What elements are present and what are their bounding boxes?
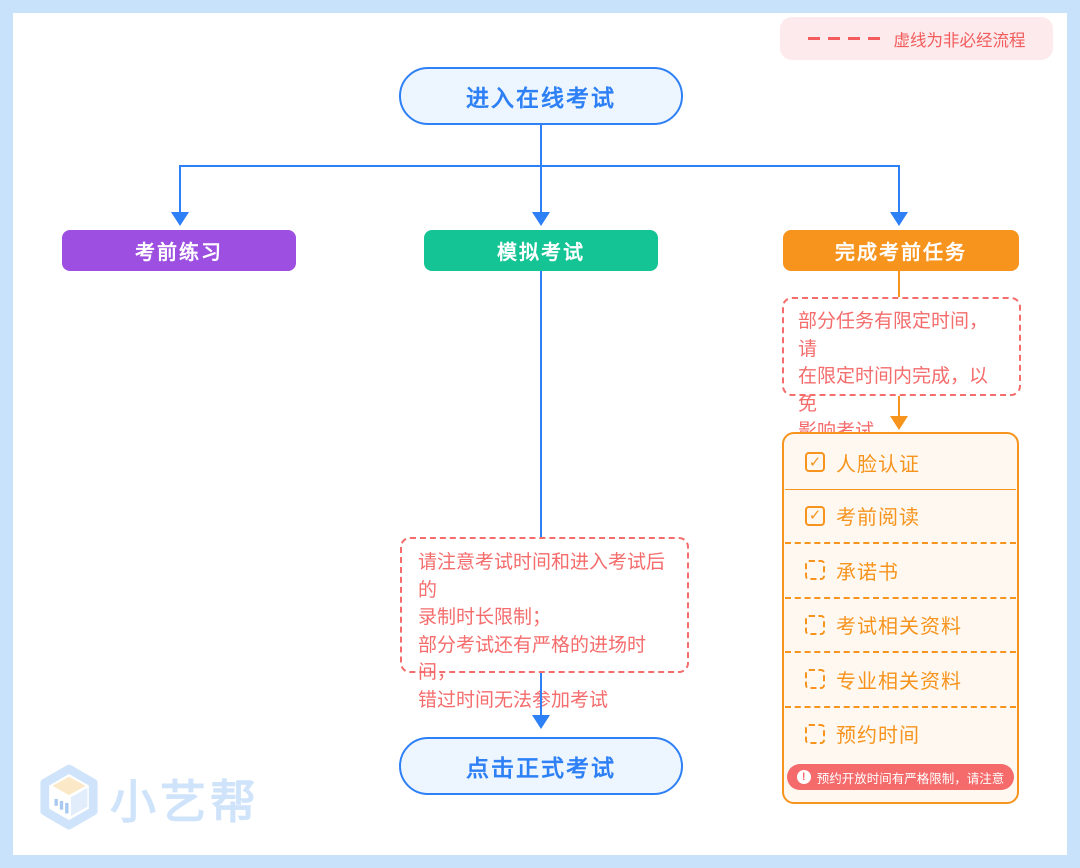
checklist-row-exam-materials: ✓ 考试相关资料: [785, 596, 1016, 652]
checked-checkbox-icon: ✓: [805, 452, 825, 473]
checklist-row-pre-reading: ✓ 考前阅读: [785, 488, 1016, 543]
checklist-item-label: 专业相关资料: [836, 670, 962, 693]
connector-horizontal: [179, 165, 900, 167]
brand-logo-icon: [40, 764, 98, 830]
start-node: 进入在线考试: [399, 67, 683, 125]
checklist-row-appointment: ✓ 预约时间: [785, 705, 1016, 761]
connector-mock-to-note: [540, 271, 542, 538]
arrowhead-center: [532, 212, 550, 226]
appointment-warning-badge: ! 预约开放时间有严格限制，请注意: [786, 764, 1015, 790]
checklist-item-label: 预约时间: [836, 725, 920, 748]
checklist-row-major-materials: ✓ 专业相关资料: [785, 651, 1016, 706]
brand-name: 小艺帮: [110, 776, 260, 828]
brand-watermark: 小艺帮: [38, 763, 260, 835]
connector-tasks-to-note: [898, 271, 900, 298]
branch-mock-exam-label: 模拟考试: [497, 242, 585, 264]
appointment-warning-text: 预约开放时间有严格限制，请注意: [816, 771, 1005, 786]
unchecked-checkbox-icon: ✓: [805, 614, 825, 635]
checklist-item-label: 考试相关资料: [836, 616, 962, 639]
checklist-item-label: 承诺书: [836, 561, 899, 584]
legend-label: 虚线为非必经流程: [893, 31, 1026, 50]
checklist-item-label: 考前阅读: [836, 507, 920, 530]
branch-pre-exam-tasks: 完成考前任务: [783, 230, 1019, 271]
pre-exam-task-checklist: ✓ 人脸认证 ✓ 考前阅读 ✓ 承诺书 ✓ 考试相关资料 ✓ 专业相关资料 ✓ …: [782, 432, 1019, 804]
legend: 虚线为非必经流程: [780, 17, 1053, 60]
branch-practice-label: 考前练习: [135, 242, 223, 264]
arrowhead-left: [171, 212, 189, 226]
checked-checkbox-icon: ✓: [805, 505, 825, 526]
branch-practice: 考前练习: [62, 230, 296, 271]
branch-pre-exam-tasks-label: 完成考前任务: [835, 242, 967, 264]
checklist-row-face-auth: ✓ 人脸认证: [785, 436, 1016, 489]
connector-note-to-checklist: [898, 396, 900, 417]
connector-start-down: [540, 125, 542, 166]
connector-note-to-final: [540, 673, 542, 716]
exam-time-note: 请注意考试时间和进入考试后的 录制时长限制； 部分考试还有严格的进场时间， 错过…: [400, 537, 689, 711]
start-node-label: 进入在线考试: [466, 85, 616, 111]
checklist-item-label: 人脸认证: [836, 453, 920, 476]
dashed-line-icon: [807, 37, 880, 40]
unchecked-checkbox-icon: ✓: [805, 669, 825, 690]
connector-center-drop: [540, 167, 542, 213]
unchecked-checkbox-icon: ✓: [805, 560, 825, 581]
arrowhead-checklist: [890, 416, 908, 430]
checklist-row-commitment: ✓ 承诺书: [785, 542, 1016, 597]
connector-right-drop: [898, 167, 900, 213]
task-time-note: 部分任务有限定时间，请 在限定时间内完成，以免 影响考试: [782, 297, 1021, 442]
arrowhead-right: [890, 212, 908, 226]
connector-left-drop: [179, 167, 181, 213]
unchecked-checkbox-icon: ✓: [805, 723, 825, 744]
arrowhead-final: [532, 715, 550, 729]
branch-mock-exam: 模拟考试: [424, 230, 658, 271]
final-exam-node-label: 点击正式考试: [466, 755, 616, 781]
exclamation-icon: !: [796, 770, 811, 784]
final-exam-node: 点击正式考试: [399, 737, 683, 795]
